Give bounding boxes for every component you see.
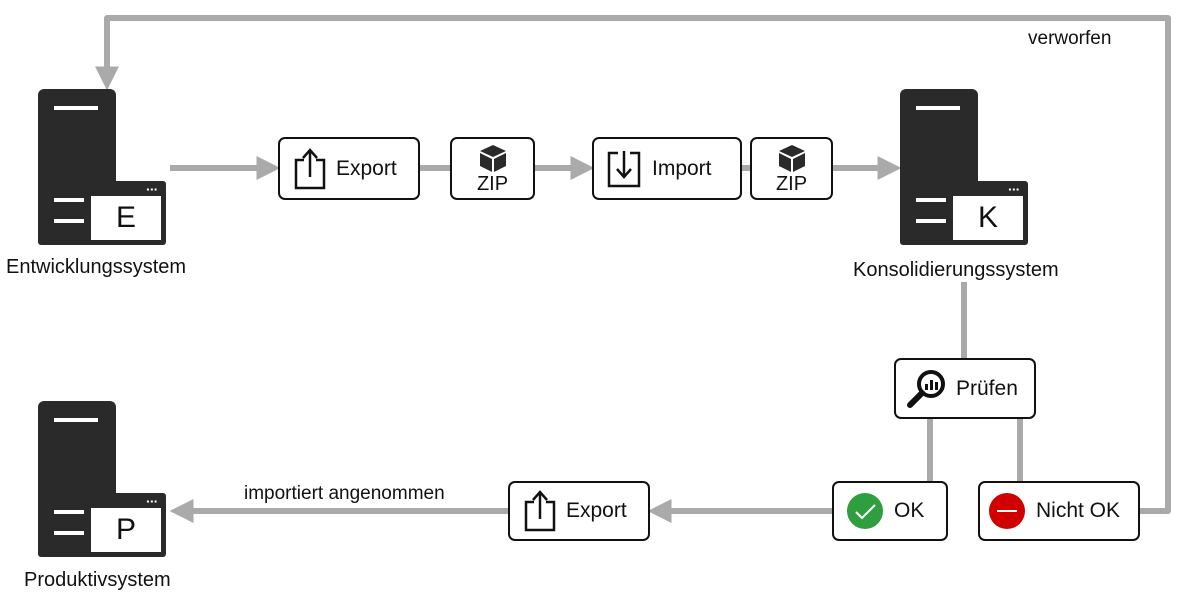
rejected-edge-label: verworfen bbox=[1028, 28, 1112, 49]
zip-step-2: ZIP bbox=[750, 137, 833, 200]
prod-system-letter: P bbox=[91, 508, 161, 552]
import-icon bbox=[607, 150, 641, 187]
package-icon bbox=[479, 145, 506, 172]
window-icon: ▪▪▪ K bbox=[948, 181, 1028, 245]
not-ok-result: Nicht OK bbox=[978, 481, 1140, 541]
cons-system-label: Konsolidierungssystem bbox=[853, 259, 1059, 281]
magnifier-chart-icon bbox=[907, 369, 945, 408]
export-step-bottom: Export bbox=[508, 481, 650, 541]
prod-system-server-icon: ▪▪▪ P bbox=[38, 401, 178, 571]
export-step-top: Export bbox=[278, 137, 420, 200]
prod-system-label: Produktivsystem bbox=[24, 569, 171, 591]
edge-rejected-loop bbox=[95, 15, 1171, 514]
import-step: Import bbox=[592, 137, 742, 200]
cons-system-server-icon: ▪▪▪ K bbox=[900, 89, 1040, 259]
check-step: Prüfen bbox=[894, 358, 1036, 419]
package-icon bbox=[778, 145, 805, 172]
dev-system-label: Entwicklungssystem bbox=[6, 256, 187, 278]
cons-system-letter: K bbox=[953, 196, 1023, 240]
export-icon bbox=[524, 490, 556, 532]
dev-system-letter: E bbox=[91, 196, 161, 240]
accepted-edge-label: importiert angenommen bbox=[244, 483, 445, 504]
stop-circle-icon bbox=[989, 493, 1025, 529]
window-icon: ▪▪▪ P bbox=[86, 493, 166, 557]
check-circle-icon bbox=[847, 493, 883, 529]
export-icon bbox=[294, 147, 326, 189]
window-icon: ▪▪▪ E bbox=[86, 181, 166, 245]
dev-system-server-icon: ▪▪▪ E bbox=[38, 89, 178, 259]
zip-step-1: ZIP bbox=[450, 137, 535, 200]
ok-result: OK bbox=[832, 481, 948, 541]
